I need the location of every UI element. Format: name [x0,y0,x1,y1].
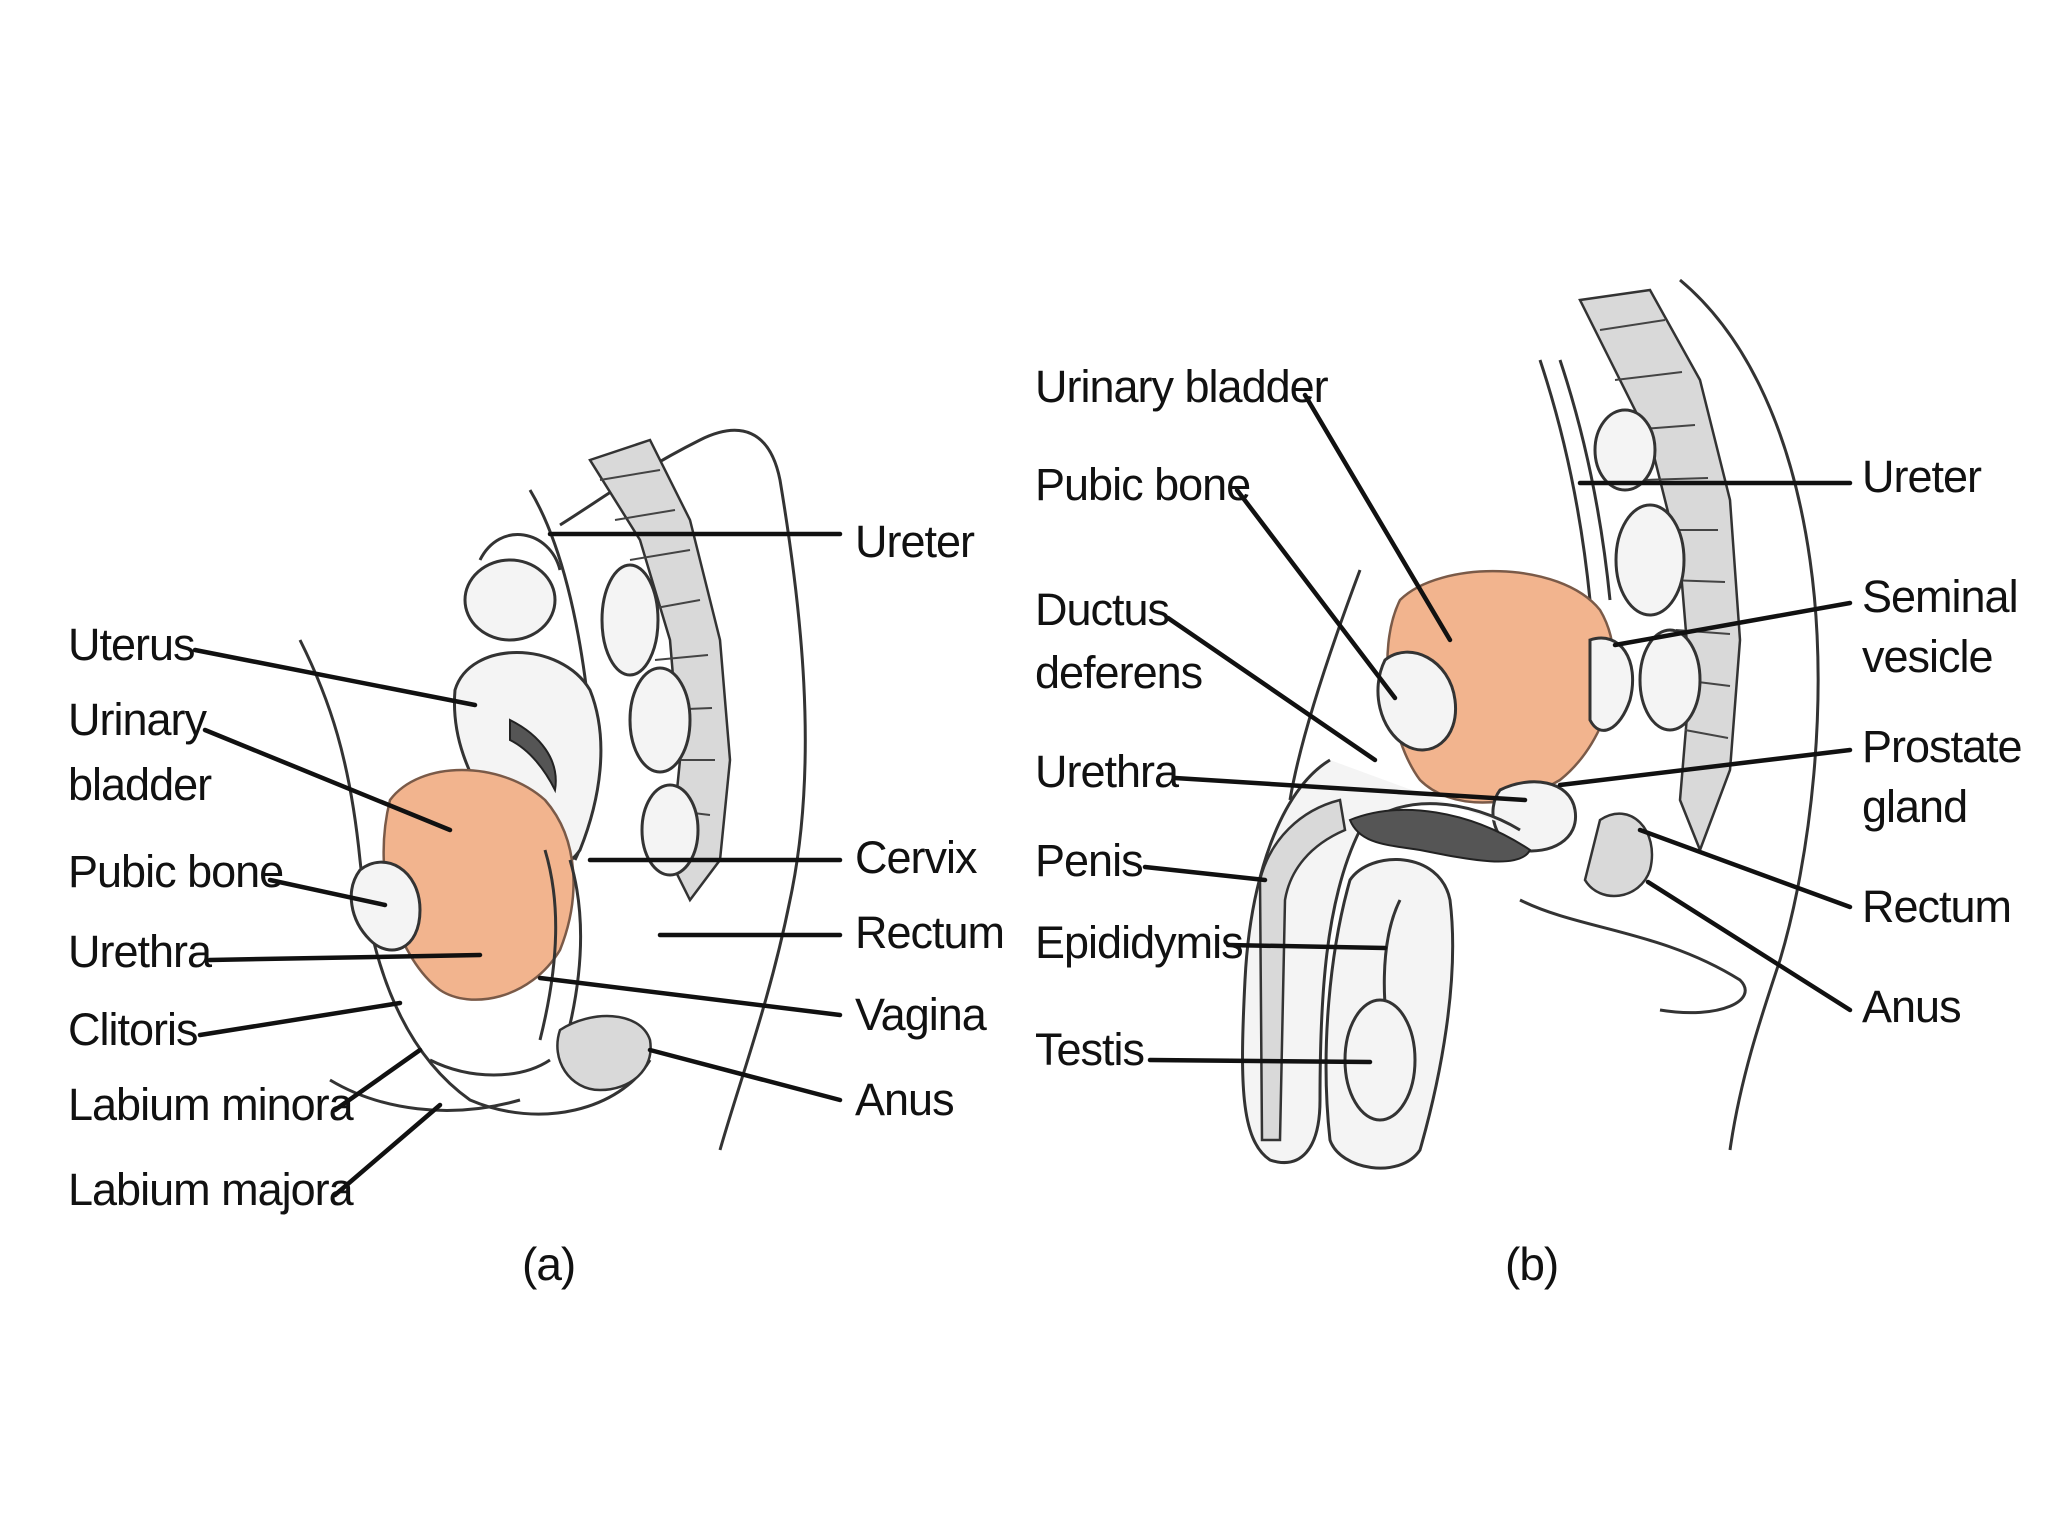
caption-b: (b) [1505,1238,1558,1290]
label-b-ureter: Ureter [1862,451,1982,502]
panel-a-leaders [192,531,843,1198]
panel-a-vagina [538,849,558,1041]
panel-a-front-contour [298,639,652,1116]
label-b-seminal-vesicle-1: Seminal [1862,571,2018,622]
label-a-ureter: Ureter [855,516,975,567]
label-a-pubic-bone: Pubic bone [68,846,283,897]
label-a-urethra: Urethra [68,926,213,977]
panel-a-anal-region [556,1014,652,1092]
panel-a-intestines [463,533,700,877]
panel-b-labels: Urinary bladder Pubic bone Ureter Ductus… [1035,361,2023,1290]
label-a-urinary-bladder-1: Urinary [68,694,208,745]
panel-b-anal-region [1583,812,1654,898]
label-b-epididymis: Epididymis [1035,917,1243,968]
label-a-anus: Anus [855,1074,954,1125]
label-b-anus: Anus [1862,981,1961,1032]
label-b-prostate-gland-2: gland [1862,781,1967,832]
panel-b-pubic-bone [1376,650,1458,752]
label-a-rectum: Rectum [855,907,1004,958]
panel-a-sacrum [588,438,732,903]
label-a-clitoris: Clitoris [68,1004,198,1055]
label-b-pubic-bone: Pubic bone [1035,459,1250,510]
panel-b-front-contour [1288,569,1362,801]
label-a-uterus: Uterus [68,619,195,670]
label-a-cervix: Cervix [855,832,978,883]
label-b-rectum: Rectum [1862,881,2011,932]
panel-b-back-contour [1679,278,1820,1151]
label-a-labium-majora: Labium majora [68,1164,355,1215]
panel-b-intestines [1593,408,1702,732]
panel-b-leaders [1142,392,1853,1065]
label-b-seminal-vesicle-2: vesicle [1862,631,1993,682]
panel-b-seminal-vesicle [1588,636,1635,732]
label-b-prostate-gland-1: Prostate [1862,721,2022,772]
panel-a-labels: Ureter Uterus Urinary bladder Cervix Pub… [68,516,1005,1290]
panel-b-ureter-tube [1538,359,1592,601]
label-a-vagina: Vagina [855,989,988,1040]
label-b-ductus-deferens-2: deferens [1035,647,1202,698]
label-a-urinary-bladder-2: bladder [68,759,212,810]
label-b-urinary-bladder: Urinary bladder [1035,361,1329,412]
label-b-testis: Testis [1035,1024,1144,1075]
panel-a-perineum [329,1078,521,1112]
label-a-labium-minora: Labium minora [68,1079,355,1130]
panel-a-back-contour [559,428,807,1151]
label-b-ductus-deferens-1: Ductus [1035,584,1169,635]
panel-a-illustration [298,428,807,1151]
caption-a: (a) [522,1238,575,1290]
label-b-penis: Penis [1035,835,1143,886]
panel-b-illustration [1241,278,1820,1170]
label-b-urethra: Urethra [1035,746,1180,797]
